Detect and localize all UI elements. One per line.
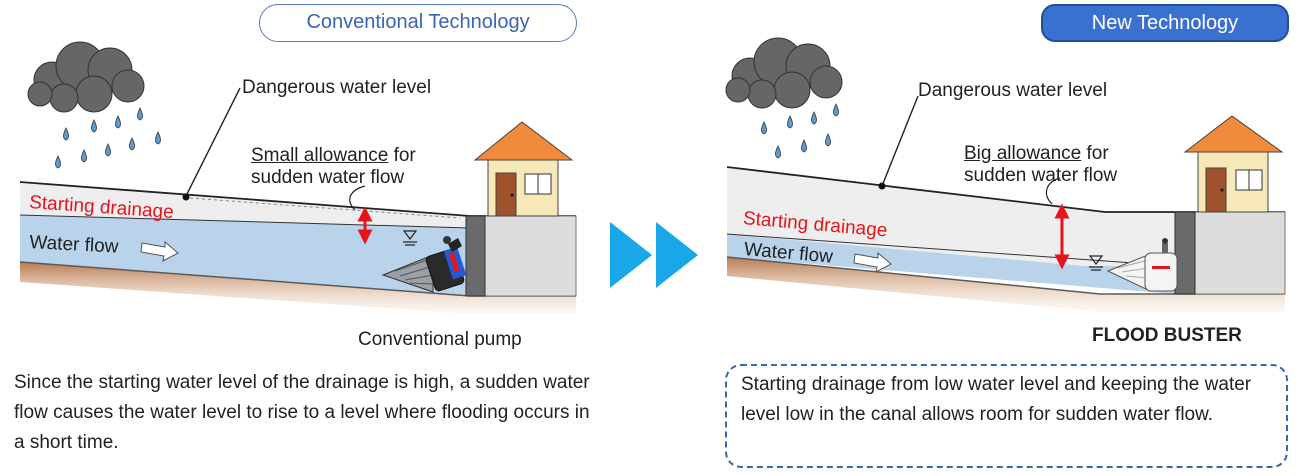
right-allowance-line2: sudden water flow (964, 165, 1118, 186)
left-allowance-rest: for (388, 145, 416, 166)
right-cloud (725, 37, 843, 109)
right-allowance-underlined: Big allowance (964, 143, 1082, 164)
flood-buster-graphic (1106, 238, 1178, 292)
left-ground (20, 262, 576, 314)
left-allowance-line2: sudden water flow (251, 167, 405, 188)
left-scene (19, 87, 577, 314)
left-caption: Since the starting water level of the dr… (14, 372, 590, 453)
right-flow-arrow (853, 251, 892, 273)
left-allowance-label: Small allowance for sudden water flow (251, 145, 416, 189)
right-station (1194, 211, 1286, 295)
new-technology-header: New Technology (1041, 4, 1289, 42)
left-water-flow: Water flow (28, 232, 119, 258)
flood-buster-label: FLOOD BUSTER (1092, 325, 1242, 346)
left-house (473, 121, 574, 217)
right-house (1183, 115, 1284, 213)
conventional-technology-header: Conventional Technology (259, 4, 577, 42)
right-danger-label: Dangerous water level (918, 80, 1108, 101)
right-water (727, 234, 1175, 294)
transition-arrows (610, 222, 698, 288)
left-danger-label: Dangerous water level (242, 77, 432, 98)
right-allowance-rest: for (1081, 143, 1109, 164)
left-station (484, 215, 577, 297)
right-scene (726, 95, 1286, 312)
right-caption-box: Starting drainage from low water level a… (725, 364, 1288, 468)
left-flow-arrow (140, 240, 179, 262)
conventional-pump-label: Conventional pump (358, 329, 522, 350)
right-ground (727, 257, 1285, 312)
conventional-pump-graphic (381, 236, 467, 293)
right-rain (761, 103, 839, 159)
left-allowance-underlined: Small allowance (251, 145, 389, 166)
right-caption: Starting drainage from low water level a… (741, 374, 1252, 425)
right-gate (1174, 211, 1196, 295)
left-cloud (27, 41, 145, 113)
left-gate (465, 215, 486, 297)
right-allowance-label: Big allowance for sudden water flow (964, 143, 1117, 187)
left-rain (55, 107, 161, 169)
